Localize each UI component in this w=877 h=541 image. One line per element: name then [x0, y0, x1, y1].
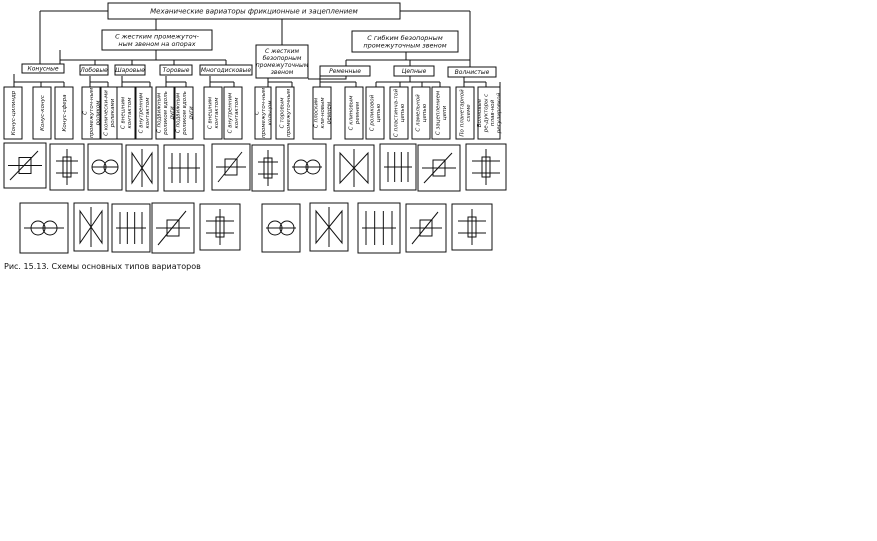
sub-multidisc: Многодисковые — [199, 64, 253, 76]
type-toroid-1: С подвижнымроликом вдольдуги — [155, 86, 175, 140]
group-rigid-text: ным звеном на опорах — [118, 40, 195, 48]
scheme-row2-6 — [261, 203, 301, 253]
group-rigid-free-text: безопорным — [263, 55, 302, 62]
sub-globoid-text: Шаровые — [115, 67, 145, 74]
type-chain-lamellar: С ламельнойцепью — [411, 86, 431, 140]
type-globoid-int: С внутреннимконтактом — [135, 86, 153, 140]
group-rigid-free-text: С жестким — [265, 48, 300, 55]
type-chain-plate-text: С пластинча-тойцепью — [394, 88, 407, 137]
sub-globoid: Шаровые — [114, 64, 146, 76]
scheme-row1-5 — [163, 144, 205, 192]
type-wave-2: Волновыере-дукторы сплав-нойрегулировкой — [477, 86, 503, 140]
type-multi-int-text: С внутреннимконтактом — [228, 93, 241, 134]
type-cone-cylinder-text: Конус-цилиндр — [11, 90, 17, 135]
sub-toroidal-text: Торовые — [163, 67, 190, 74]
type-cone-cone-text: Конус-конус — [40, 95, 46, 131]
type-chain-lamellar-text: С ламельнойцепью — [416, 94, 429, 132]
type-chain-other-text: С зацеплениемцепи — [436, 91, 449, 135]
type-belt-2-text: С клиновымремнем — [349, 96, 362, 131]
type-globoid-int-text: С внутреннимконтактом — [139, 93, 152, 134]
type-frontal-conical-text: С конически-мироликами — [104, 90, 117, 136]
sub-belt: Ременные — [319, 65, 371, 77]
group-rigid: С жестким промежуточ-ным звеном на опора… — [101, 29, 213, 51]
scheme-row1-2 — [49, 143, 85, 191]
scheme-row1-7 — [251, 144, 285, 192]
scheme-row1-1 — [3, 142, 47, 189]
type-belt-1: С плоскимкли-новымремнем — [312, 86, 332, 140]
scheme-row2-2 — [73, 202, 109, 252]
scheme-row1-9 — [333, 144, 375, 192]
scheme-row1-4 — [125, 144, 159, 192]
scheme-row1-6 — [211, 143, 251, 191]
type-globoid-ext-text: С внешнимконтактом — [121, 97, 134, 129]
scheme-thumbnails — [3, 142, 507, 254]
scheme-row2-1 — [19, 202, 69, 254]
group-flexible-text: промежуточным звеном — [363, 42, 446, 50]
type-toroid-2-text: С подвижнымроликом вдольдуги — [175, 91, 194, 136]
type-wave-1-text: По планетарнойсхеме — [460, 89, 473, 137]
sub-conical: Конусные — [21, 63, 65, 74]
type-chain-other: С зацеплениемцепи — [431, 86, 451, 140]
type-multi-int: С внутреннимконтактом — [223, 86, 243, 140]
sub-toroidal: Торовые — [159, 64, 193, 76]
type-cone-sphere-text: Конус-сфера — [62, 94, 68, 132]
type-frontal-radial-text: Спромежуточ-нымроликом — [82, 88, 101, 138]
type-rigidfree-1-text: Спромежуточ-нымкольцом — [254, 88, 273, 138]
type-cone-cone: Конус-конус — [32, 86, 52, 140]
scheme-row1-3 — [87, 143, 123, 191]
group-rigid-free-text: промежуточным — [256, 62, 309, 69]
scheme-row1-12 — [465, 143, 507, 191]
type-chain-plate: С пластинча-тойцепью — [389, 86, 409, 140]
sub-multidisc-text: Многодисковые — [201, 67, 252, 74]
type-frontal-radial: Спромежуточ-нымроликом — [81, 86, 101, 140]
scheme-row2-8 — [357, 202, 401, 254]
scheme-row1-10 — [379, 143, 417, 191]
type-wave-2-text: Волновыере-дукторы сплав-нойрегулировкой — [477, 92, 503, 134]
sub-wave-text: Волнистые — [455, 69, 490, 76]
root-box: Механические вариаторы фрикционные и зац… — [107, 2, 401, 20]
scheme-row2-4 — [151, 202, 195, 254]
type-rigidfree-2-text: С торовымпромежуточным — [280, 89, 293, 137]
type-cone-sphere: Конус-сфера — [54, 86, 74, 140]
type-belt-2: С клиновымремнем — [344, 86, 364, 140]
type-rigidfree-1: Спромежуточ-нымкольцом — [254, 86, 273, 140]
sub-chain-text: Цепные — [402, 68, 427, 75]
type-cone-cylinder: Конус-цилиндр — [3, 86, 23, 140]
type-toroid-1-text: С подвижнымроликом вдольдуги — [156, 91, 175, 136]
type-frontal-conical: С конически-мироликами — [100, 86, 118, 140]
scheme-row2-7 — [309, 202, 349, 252]
type-chain-roller: С роликовойцепью — [365, 86, 385, 140]
type-toroid-2: С подвижнымроликом вдольдуги — [174, 86, 194, 140]
group-rigid-text: С жестким промежуточ- — [115, 33, 200, 41]
type-globoid-ext: С внешнимконтактом — [116, 86, 136, 140]
scheme-row2-9 — [405, 203, 447, 253]
sub-frontal-text: Лобовые — [79, 67, 108, 74]
scheme-row2-3 — [111, 203, 151, 253]
root-box-text: Механические вариаторы фрикционные и зац… — [150, 7, 358, 15]
sub-chain: Цепные — [393, 65, 435, 77]
type-multi-ext-text: С внешнимконтактом — [208, 97, 221, 129]
scheme-row2-5 — [199, 203, 241, 251]
type-belt-1-text: С плоскимкли-новымремнем — [313, 97, 332, 128]
sub-frontal: Лобовые — [79, 64, 109, 76]
group-flexible-text: С гибким безопорным — [367, 34, 443, 42]
type-rigidfree-2: С торовымпромежуточным — [275, 86, 295, 140]
type-chain-roller-text: С роликовойцепью — [370, 94, 383, 131]
group-rigid-free-text: звеном — [271, 69, 294, 76]
sub-wave: Волнистые — [447, 66, 497, 78]
scheme-row2-10 — [451, 203, 493, 251]
sub-conical-text: Конусные — [27, 66, 58, 73]
diagram-labels: Механические вариаторы фрикционные и зац… — [3, 2, 503, 140]
type-multi-ext: С внешнимконтактом — [203, 86, 223, 140]
scheme-row1-8 — [287, 143, 327, 191]
sub-belt-text: Ременные — [329, 68, 361, 75]
type-wave-1: По планетарнойсхеме — [455, 86, 475, 140]
figure-caption: Рис. 15.13. Схемы основных типов вариато… — [4, 262, 201, 271]
scheme-row1-11 — [417, 144, 461, 192]
